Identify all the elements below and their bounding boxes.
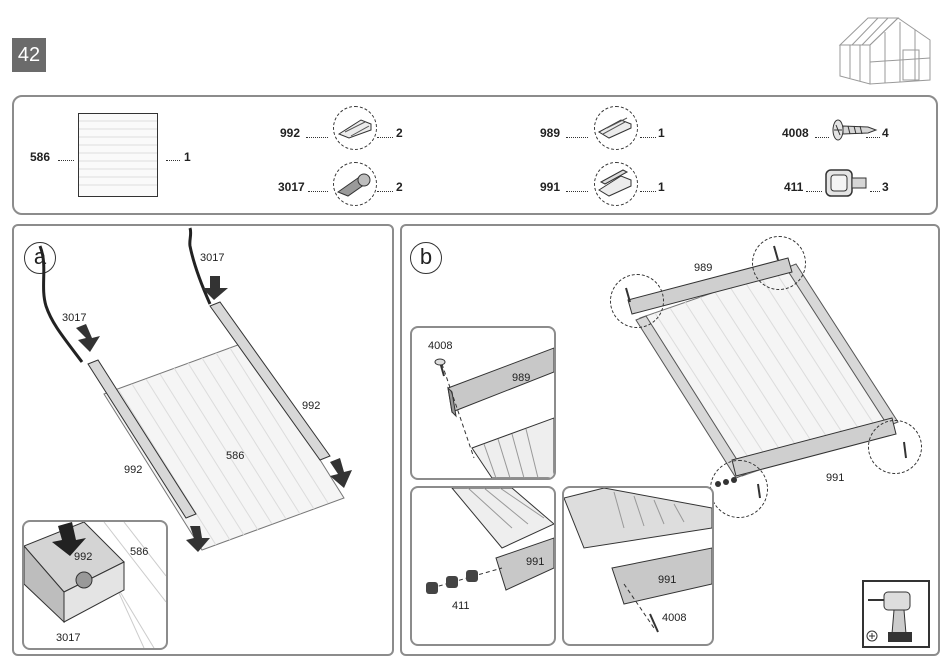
step-b-inset2-label-411: 411	[452, 600, 470, 612]
part-411-qty: 3	[882, 180, 889, 194]
detail-circle-top-right	[752, 236, 806, 290]
step-b-inset3-label-4008: 4008	[662, 612, 686, 624]
profile-991-icon	[597, 168, 633, 198]
detail-circle-top-left	[610, 274, 664, 328]
part-989-qty: 1	[658, 126, 665, 140]
leader-dots	[166, 160, 180, 161]
step-b-label-991: 991	[826, 472, 844, 484]
leader-dots	[640, 191, 656, 192]
step-b-inset-991-screw-illustration	[564, 488, 712, 644]
step-b-badge: b	[410, 242, 442, 274]
leader-dots	[306, 137, 328, 138]
page-number: 42	[12, 38, 46, 72]
part-989-code: 989	[540, 126, 560, 140]
profile-992-icon	[337, 114, 373, 140]
step-a-label-992-right: 992	[302, 400, 320, 412]
detail-circle-bottom-left	[710, 460, 768, 518]
leader-dots	[377, 191, 393, 192]
leader-dots	[870, 191, 880, 192]
leader-dots	[815, 137, 829, 138]
leader-dots	[806, 191, 822, 192]
rubber-seal-3017-icon	[336, 170, 374, 196]
step-a-label-586: 586	[226, 450, 244, 462]
leader-dots	[640, 137, 656, 138]
drill-tool-box	[862, 580, 930, 648]
part-991-qty: 1	[658, 180, 665, 194]
part-3017-qty: 2	[396, 180, 403, 194]
part-992-code: 992	[280, 126, 300, 140]
step-a-label-3017-right: 3017	[200, 252, 224, 264]
part-3017-code: 3017	[278, 180, 305, 194]
bolt-411-icon	[822, 166, 868, 202]
screw-4008-icon	[830, 118, 878, 142]
part-992-qty: 2	[396, 126, 403, 140]
polycarbonate-sheet-icon	[78, 113, 158, 197]
step-a-inset-label-586: 586	[130, 546, 148, 558]
step-b-inset2-label-991: 991	[526, 556, 544, 568]
leader-dots	[866, 137, 880, 138]
step-a-detail-inset	[22, 520, 168, 650]
step-a-inset-label-992: 992	[74, 551, 92, 563]
drill-icon	[864, 582, 928, 646]
greenhouse-icon	[838, 10, 938, 85]
leader-dots	[566, 137, 588, 138]
step-a-detail-illustration	[24, 522, 166, 648]
part-411-code: 411	[784, 180, 803, 194]
step-a-label-992-left: 992	[124, 464, 142, 476]
part-991-code: 991	[540, 180, 560, 194]
part-586-qty: 1	[184, 150, 191, 164]
step-b-inset1-label-989: 989	[512, 372, 530, 384]
leader-dots	[566, 191, 588, 192]
leader-dots	[308, 191, 328, 192]
profile-989-icon	[597, 114, 633, 140]
part-586-code: 586	[30, 150, 50, 164]
step-a-inset-label-3017: 3017	[56, 632, 80, 644]
leader-dots	[377, 137, 393, 138]
detail-circle-bottom-right	[868, 420, 922, 474]
step-b-inset-991-screw	[562, 486, 714, 646]
leader-dots	[58, 160, 74, 161]
step-b-label-989: 989	[694, 262, 712, 274]
part-4008-code: 4008	[782, 126, 809, 140]
step-b-inset3-label-991: 991	[658, 574, 676, 586]
step-b-inset1-label-4008: 4008	[428, 340, 452, 352]
part-4008-qty: 4	[882, 126, 889, 140]
step-a-label-3017-left: 3017	[62, 312, 86, 324]
